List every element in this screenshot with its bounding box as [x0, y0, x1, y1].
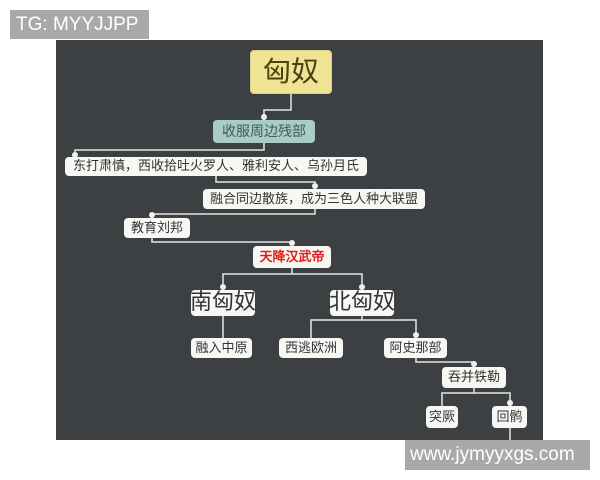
node-northern-xiongnu[interactable]: 北匈奴: [329, 290, 396, 316]
watermark-top: TG: MYYJJPP: [10, 10, 149, 39]
node-subdue-remnants[interactable]: 收服周边残部: [213, 120, 315, 143]
node-flee-europe[interactable]: 西逃欧洲: [279, 338, 343, 358]
node-han-wudi[interactable]: 天降汉武帝: [253, 246, 331, 268]
node-ashina-tribe[interactable]: 阿史那部: [384, 338, 447, 358]
node-uyghurs[interactable]: 回鹘: [492, 406, 527, 428]
root-node[interactable]: 匈奴: [250, 50, 332, 94]
node-east-west-conquest[interactable]: 东打肃慎，西收拾吐火罗人、雅利安人、乌孙月氏: [65, 157, 367, 176]
node-tribal-alliance[interactable]: 融合同边散族，成为三色人种大联盟: [203, 189, 425, 209]
node-teach-liubang[interactable]: 教育刘邦: [124, 218, 190, 238]
node-turks[interactable]: 突厥: [426, 406, 458, 428]
watermark-bottom: www.jymyyxgs.com: [405, 440, 590, 470]
node-southern-xiongnu[interactable]: 南匈奴: [190, 290, 257, 316]
node-merge-central-plains[interactable]: 融入中原: [191, 338, 252, 358]
node-annex-tiele[interactable]: 吞并铁勒: [442, 367, 506, 388]
